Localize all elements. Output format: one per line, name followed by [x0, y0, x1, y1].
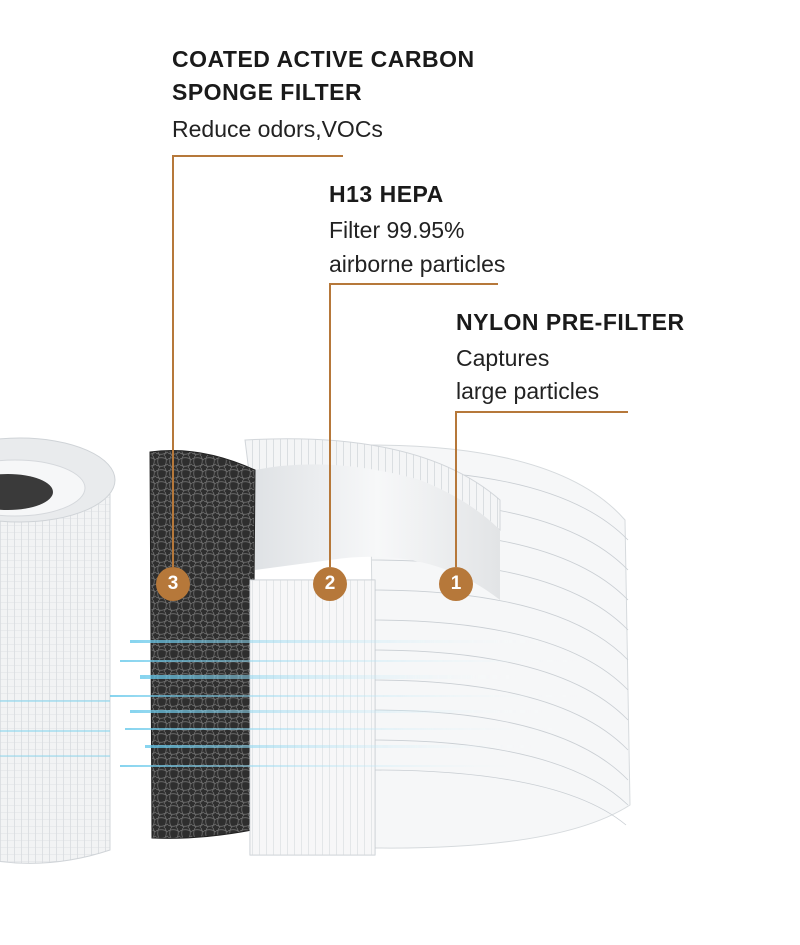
- leader-line-2: [329, 283, 498, 567]
- left-filter-unit: [0, 437, 116, 864]
- leader-lines: [172, 155, 628, 567]
- badge-1-number: 1: [450, 573, 462, 594]
- badge-2-number: 2: [324, 573, 336, 594]
- carbon-description: Reduce odors,VOCs: [172, 116, 383, 142]
- nylon-description-line1: Captures: [456, 345, 550, 371]
- hepa-title: H13 HEPA: [329, 181, 444, 207]
- airflow-streaks: [0, 640, 580, 767]
- carbon-title-line1: COATED ACTIVE CARBON: [172, 46, 475, 72]
- badge-2: 2: [313, 567, 347, 601]
- hepa-description-line1: Filter 99.95%: [329, 217, 465, 243]
- hepa-pleat-section: [249, 579, 376, 856]
- badge-3: 3: [156, 567, 190, 601]
- nylon-description-line2: large particles: [456, 378, 600, 404]
- badge-1: 1: [439, 567, 473, 601]
- leader-line-3: [172, 155, 343, 567]
- carbon-sponge-layer: [149, 450, 256, 839]
- leader-line-1: [455, 411, 628, 567]
- nylon-title: NYLON PRE-FILTER: [456, 309, 685, 335]
- hepa-ring-top: [244, 438, 501, 600]
- badge-3-number: 3: [167, 573, 179, 594]
- carbon-title-line2: SPONGE FILTER: [172, 79, 363, 105]
- hepa-description-line2: airborne particles: [329, 251, 506, 277]
